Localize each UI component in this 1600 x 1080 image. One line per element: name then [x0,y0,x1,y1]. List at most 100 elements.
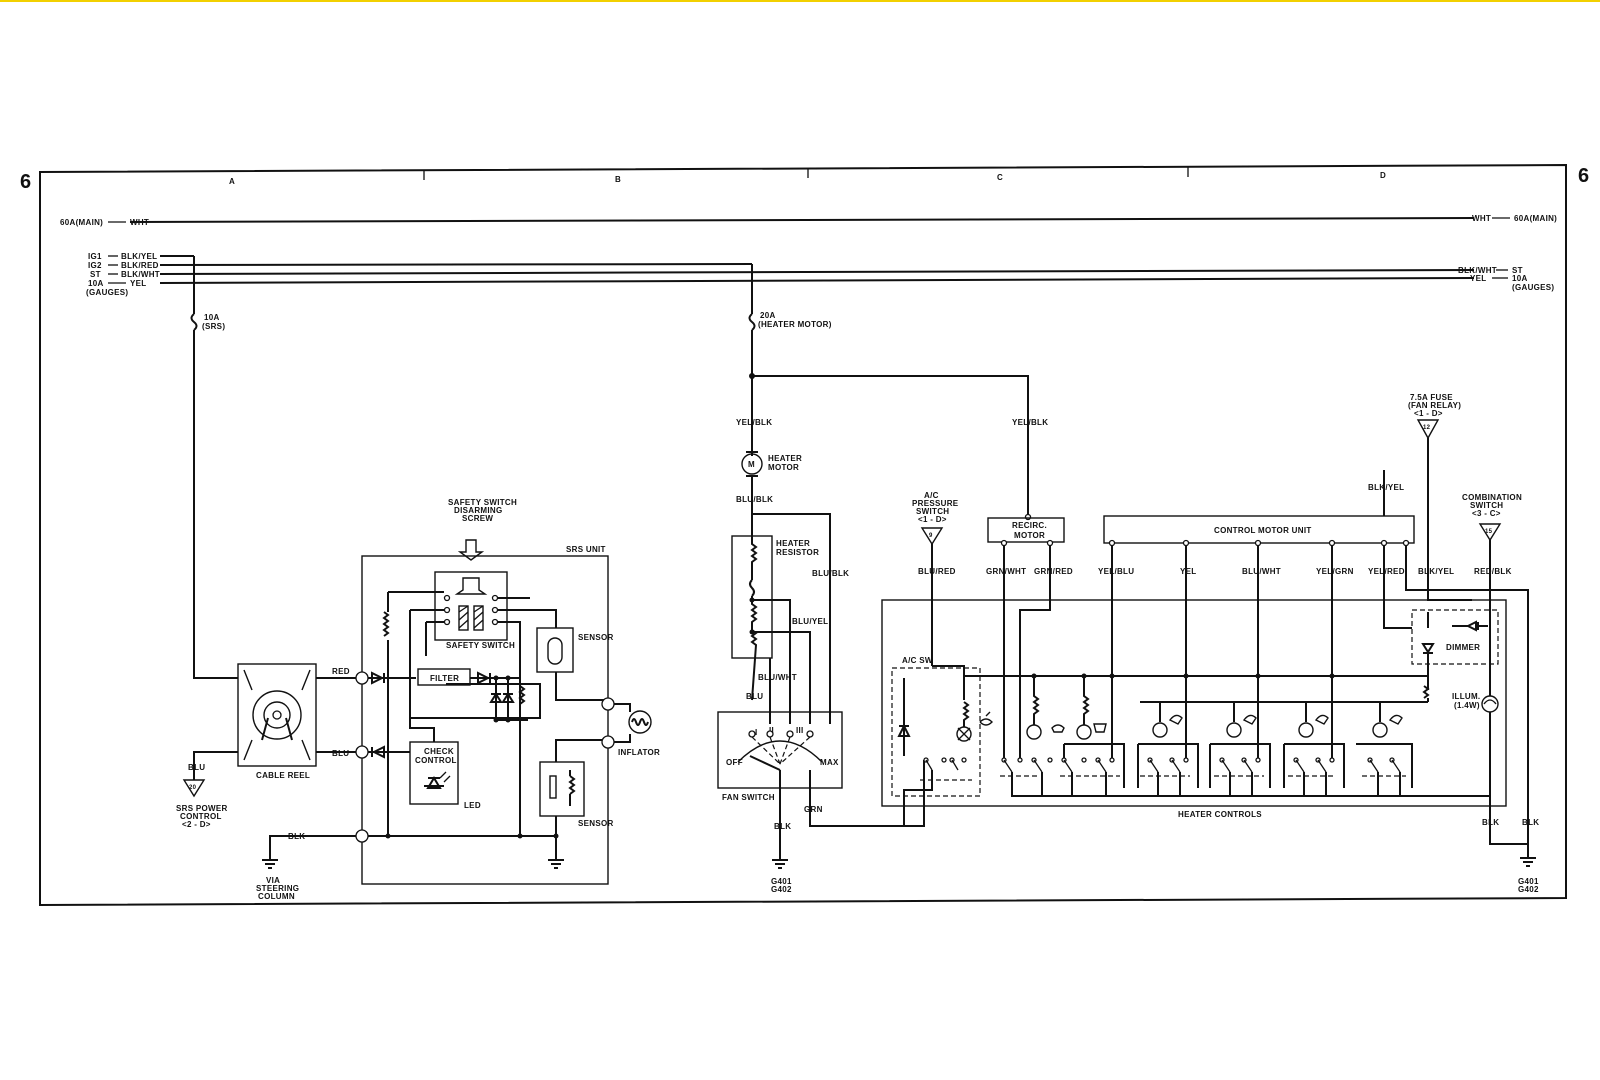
sensor-bottom-box [539,761,585,817]
wire-cmu-3: YEL/GRN [1316,567,1354,576]
wire-cmu-2: BLU/WHT [1242,567,1281,576]
rail-wire-yel-right: YEL [1470,274,1486,283]
heater-controls-box [881,599,1507,807]
disarm-label-2: DISARMING [454,506,502,515]
ac-sw-box [891,667,981,797]
wire-cmu-0: YEL/BLU [1098,567,1134,576]
wire-blublk-side: BLU/BLK [812,569,849,578]
check-control-label-1: CHECK [424,747,454,756]
cable-reel [237,663,317,767]
fan-pos-ii: II [769,726,774,735]
ground-icon [548,859,564,869]
rail-label-gauges: (GAUGES) [86,288,128,297]
diode-icon [371,745,385,759]
sensor-top-box [536,627,574,673]
column-d: D [1380,171,1386,180]
top-accent-line [0,0,1600,2]
fresh-air-icon [1051,724,1065,733]
rail-label-ig1: IG1 [88,252,102,261]
via-label-1: VIA [266,876,280,885]
rail-wire-st: BLK/WHT [121,270,160,279]
ground-icon [262,859,278,869]
ground-g401: G401 [771,877,792,886]
combination-switch-ref: <3 - C> [1472,509,1501,518]
wire-blured: BLU/RED [918,567,956,576]
ground-icon [1520,857,1536,867]
recirc-motor-label-2: MOTOR [1014,531,1045,540]
disarm-label-1: SAFETY SWITCH [448,498,517,507]
control-motor-unit-label: CONTROL MOTOR UNIT [1214,526,1312,535]
via-label-3: COLUMN [258,892,295,901]
resistor-icon [750,514,758,580]
wire-bluyel: BLU/YEL [792,617,828,626]
connector-triangle-icon [1416,419,1440,440]
wire-blu-fan: BLU [746,692,763,701]
srs-power-ref: <2 - D> [182,820,211,829]
motor-icon [741,453,763,475]
fanrelay-label-2: (FAN RELAY) [1408,401,1461,410]
wire-blu-label: BLU [332,749,349,758]
ac-pressure-label-2: PRESSURE [912,499,959,508]
wire-cmu-5: BLK/YEL [1418,567,1454,576]
sensor-bottom-label: SENSOR [578,819,614,828]
resistor-icon [518,685,526,705]
srs-power-label-1: SRS POWER [176,804,228,813]
diode-icon [489,692,503,703]
mode-switch-banks [1000,743,1490,797]
ground-g402-right: G402 [1518,885,1539,894]
fuse-icon [748,313,756,331]
rail-label-st-right: ST [1512,266,1523,275]
diode-icon [477,671,491,685]
fanrelay-label-1: 7.5A FUSE [1410,393,1453,402]
rail-wire-st-right: BLK/WHT [1458,266,1497,275]
illum-label-2: (1.4W) [1454,701,1480,710]
rail-label-ig2: IG2 [88,261,102,270]
ac-pressure-label-3: SWITCH [916,507,949,516]
rail-wire-ig2: BLK/RED [121,261,159,270]
column-header: A B C D [229,167,1386,186]
vent-mode-icon [1168,714,1403,725]
wire-blu-down-label: BLU [188,763,205,772]
ground-icon [772,859,788,869]
bulb-icon [1298,722,1314,738]
connector-triangle-icon [920,527,944,546]
wire-blk-hvac-1: BLK [1482,818,1499,827]
illum-label-1: ILLUM. [1452,692,1480,701]
wire-grnred: GRN/RED [1034,567,1073,576]
heater-motor-label-1: HEATER [768,454,802,463]
ground-g402: G402 [771,885,792,894]
safety-switch-label: SAFETY SWITCH [446,641,515,650]
wire-grn-fan: GRN [804,805,823,814]
wire-blublk-top: BLU/BLK [736,495,773,504]
recirc-motor-box [987,517,1065,543]
defrost-icon [1093,723,1107,733]
bulb-icon [1026,724,1042,740]
safety-switch-box [434,571,508,641]
recirc-icon [979,711,993,726]
connector-triangle-icon [182,779,206,798]
recirc-motor-label-1: RECIRC. [1012,521,1047,530]
check-control-label-2: CONTROL [415,756,457,765]
wire-blkyel-top: BLK/YEL [1368,483,1404,492]
dimmer-box [1411,609,1499,665]
fuse-srs-amp: 10A [204,313,220,322]
wire-blk-label: BLK [288,832,305,841]
plunger-icon [454,577,488,595]
connector-triangle-icon [1478,523,1502,542]
sensor-top-label: SENSOR [578,633,614,642]
wire-grnwht: GRN/WHT [986,567,1026,576]
fuse-icon [190,313,198,331]
column-b: B [615,175,621,184]
filter-label: FILTER [430,674,459,683]
bulb-icon [1372,722,1388,738]
heater-resistor-label-2: RESISTOR [776,548,819,557]
rail-label-gauges-right: (GAUGES) [1512,283,1554,292]
srs-unit-box [361,555,609,885]
heater-controls-label: HEATER CONTROLS [1178,810,1262,819]
column-c: C [997,173,1003,182]
fan-pos-max: MAX [820,758,839,767]
cable-reel-label: CABLE REEL [256,771,310,780]
inflator-label: INFLATOR [618,748,660,757]
column-a: A [229,177,235,186]
